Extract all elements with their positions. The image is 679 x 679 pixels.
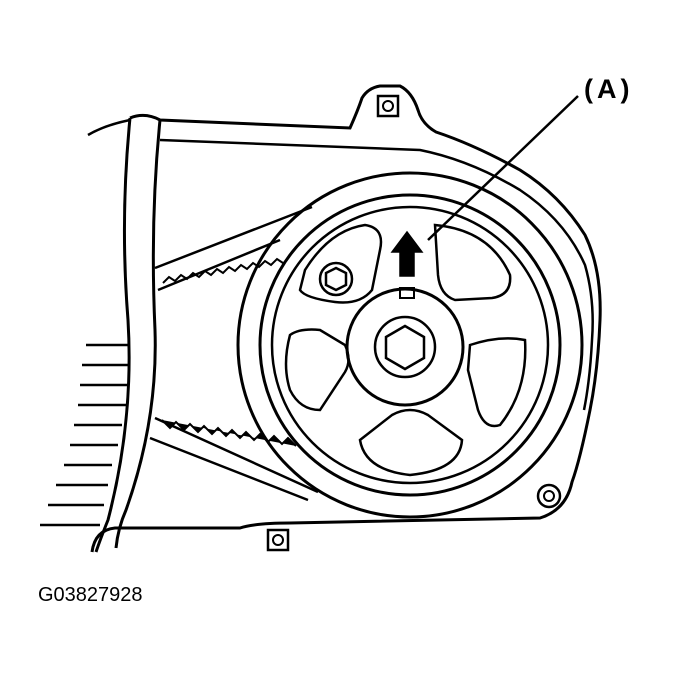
timing-cover-inner-edge: [159, 138, 594, 411]
cover-left-wall: [94, 117, 162, 553]
figure-id: G03827928: [38, 584, 143, 606]
belt-upper-run: [154, 205, 313, 292]
sprocket-window-top-left: [298, 223, 383, 304]
crank-bolt-head: [384, 324, 426, 371]
cover-bolt-bottom-hole: [272, 534, 284, 546]
engine-block-outline: [40, 118, 131, 527]
sprocket-window-left: [284, 328, 350, 412]
belt-upper-teeth: [162, 257, 284, 284]
belt-lower-run: [149, 416, 319, 502]
hub-washer: [373, 315, 437, 379]
cover-bolt-right-hole: [543, 490, 555, 502]
timing-mark-arrow-icon: [390, 230, 424, 277]
sprocket-bolt-washer: [318, 261, 354, 297]
cover-bolt-right: [536, 483, 562, 509]
cover-bolt-top-hole: [382, 100, 394, 112]
sprocket-outer-ring: [236, 171, 584, 519]
keyway-slot: [399, 287, 415, 299]
callout-leader-line: [427, 95, 579, 241]
cover-bolt-bottom: [266, 528, 290, 552]
timing-cover: [90, 84, 602, 553]
sprocket-rim: [258, 193, 562, 497]
sprocket-hub: [345, 287, 465, 407]
callout-label-a: (A): [584, 74, 634, 104]
sprocket-window-top-right: [433, 223, 512, 302]
sprocket-window-bottom: [358, 408, 464, 477]
cover-bolt-top: [376, 94, 400, 118]
sprocket-bolt-head: [324, 266, 348, 292]
sprocket-inner-rim: [270, 205, 550, 485]
belt-lower-teeth: [161, 419, 297, 447]
sprocket-window-right: [466, 337, 527, 428]
